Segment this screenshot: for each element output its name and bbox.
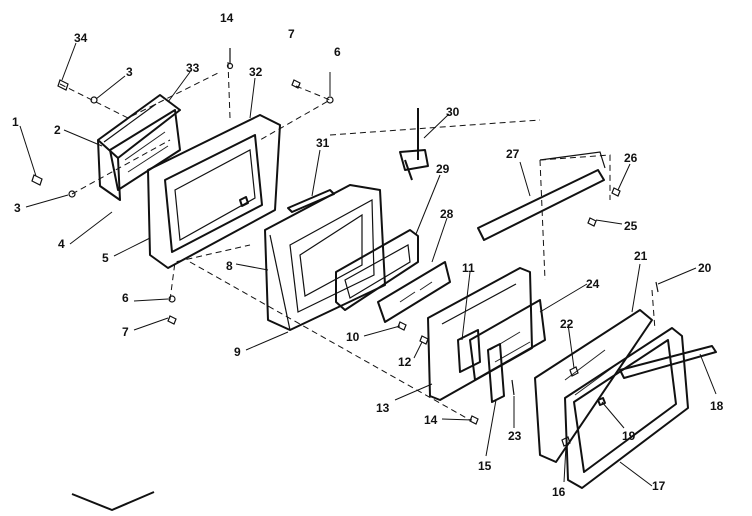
screw-12 (419, 335, 429, 345)
part-2-panel (97, 94, 181, 201)
screw-14-bottom (469, 415, 479, 425)
part-31-strip (287, 189, 335, 213)
callout-7-bottom: 7 (122, 325, 129, 339)
callout-22: 22 (560, 317, 574, 331)
callout-14-bottom: 14 (424, 413, 438, 427)
callout-23: 23 (508, 429, 522, 443)
callout-3-left: 3 (14, 201, 21, 215)
callout-17: 17 (652, 479, 666, 493)
callout-5: 5 (102, 251, 109, 265)
callout-32: 32 (249, 65, 263, 79)
part-15-hinge-plate (487, 343, 505, 403)
washer-6-top (326, 96, 334, 104)
part-33-glass-frame (109, 109, 181, 191)
washer-3-top (90, 96, 98, 104)
screw-1 (31, 174, 43, 186)
screw-10 (397, 321, 407, 331)
callout-4: 4 (58, 237, 65, 251)
callout-31: 31 (316, 136, 330, 150)
callout-14-top: 14 (220, 11, 234, 25)
washer-6-bottom (168, 295, 176, 303)
view-corner-mark (71, 491, 155, 511)
callout-21: 21 (634, 249, 648, 263)
part-32-door-frame (147, 114, 281, 269)
part-29-retainer (335, 229, 419, 311)
part-19-mount (597, 397, 606, 406)
part-27-trim (477, 151, 606, 241)
callout-8: 8 (226, 259, 233, 273)
callout-26: 26 (624, 151, 638, 165)
callout-28: 28 (440, 207, 454, 221)
callout-15: 15 (478, 459, 492, 473)
callout-13: 13 (376, 401, 390, 415)
callout-16: 16 (552, 485, 566, 499)
assembly-guide-lines (59, 61, 656, 421)
callout-24: 24 (586, 277, 600, 291)
screw-14-top (226, 48, 234, 70)
part-17-outer-frame (564, 327, 689, 489)
callout-27: 27 (506, 147, 520, 161)
washer-3-left (68, 190, 76, 198)
callout-2: 2 (54, 123, 61, 137)
callout-9: 9 (234, 345, 241, 359)
callout-19: 19 (622, 429, 636, 443)
screw-34 (57, 79, 69, 91)
part-18-handle (619, 345, 717, 379)
callout-6-top: 6 (334, 45, 341, 59)
part-24-glass (469, 299, 546, 381)
callout-33: 33 (186, 61, 200, 75)
part-28-glass (377, 261, 451, 323)
part-16-clip (561, 436, 571, 447)
callout-3-top: 3 (126, 65, 133, 79)
callout-labels: 34 3 33 14 32 7 6 1 2 3 4 5 30 31 29 28 … (12, 11, 724, 499)
screw-23 (511, 379, 515, 396)
callout-29: 29 (436, 162, 450, 176)
screw-20 (655, 281, 659, 293)
leader-lines (19, 42, 717, 487)
part-30-hinge (399, 108, 429, 181)
callout-1: 1 (12, 115, 19, 129)
part-8-inner-door (264, 184, 386, 331)
callout-20: 20 (698, 261, 712, 275)
callout-10: 10 (346, 330, 360, 344)
callout-11: 11 (462, 261, 475, 275)
callout-25: 25 (624, 219, 638, 233)
part-11-bracket (457, 329, 481, 373)
callout-7-top: 7 (288, 27, 295, 41)
callout-34: 34 (74, 31, 88, 45)
callout-12: 12 (398, 355, 412, 369)
screw-7-bottom (167, 315, 177, 325)
screw-25 (587, 217, 597, 227)
screw-7-top (291, 79, 301, 89)
callout-30: 30 (446, 105, 460, 119)
callout-6-bottom: 6 (122, 291, 129, 305)
callout-18: 18 (710, 399, 724, 413)
